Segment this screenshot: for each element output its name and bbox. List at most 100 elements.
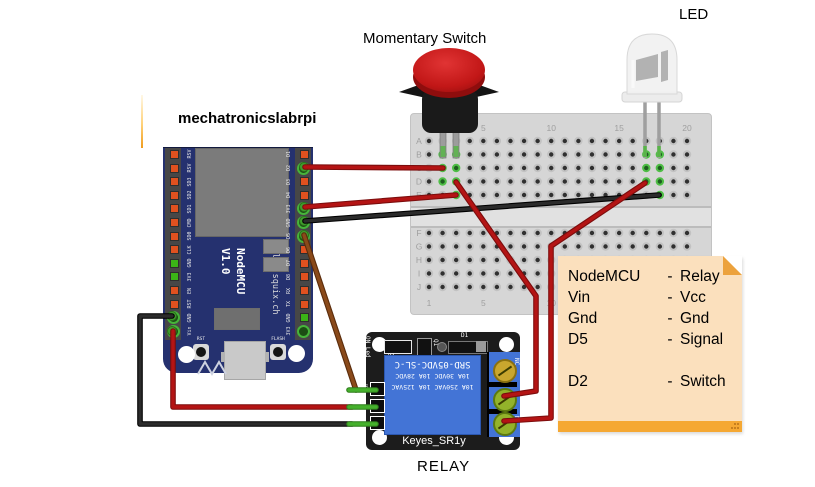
breadboard-hole-A9[interactable] (533, 136, 542, 146)
breadboard-hole-C7[interactable] (506, 163, 515, 173)
relay-pin-gnd[interactable] (370, 416, 385, 430)
relay-terminal-com-screw[interactable] (493, 388, 517, 412)
nodemcu-pin-left-cmd[interactable] (169, 218, 179, 227)
breadboard-hole-E17[interactable] (642, 190, 651, 200)
breadboard-hole-G18[interactable] (655, 242, 665, 251)
breadboard-hole-G6[interactable] (492, 242, 502, 251)
nodemcu-pin-left-3v3[interactable] (169, 272, 179, 282)
breadboard-hole-G19[interactable] (669, 242, 678, 251)
breadboard-hole-C6[interactable] (492, 163, 502, 173)
nodemcu-pin-left-clk[interactable] (169, 245, 179, 255)
nodemcu-pin-right-3v3[interactable] (297, 324, 310, 338)
breadboard-hole-B14[interactable] (601, 150, 610, 159)
breadboard-hole-H4[interactable] (465, 255, 474, 265)
breadboard-hole-D16[interactable] (628, 177, 637, 186)
breadboard-hole-E20[interactable] (682, 190, 692, 200)
breadboard-hole-C11[interactable] (560, 163, 570, 173)
breadboard-hole-F20[interactable] (682, 228, 692, 238)
breadboard-hole-F14[interactable] (601, 228, 610, 238)
breadboard-hole-H10[interactable] (547, 255, 556, 265)
breadboard-hole-D12[interactable] (574, 177, 583, 186)
breadboard-hole-D5[interactable] (479, 177, 488, 186)
nodemcu-pin-left-rsv[interactable] (169, 163, 179, 173)
breadboard-hole-J7[interactable] (506, 282, 515, 292)
breadboard-hole-D2[interactable] (438, 177, 447, 186)
breadboard-hole-F10[interactable] (547, 228, 556, 238)
note-resize-handle[interactable] (731, 423, 739, 429)
breadboard-hole-D3[interactable] (451, 177, 461, 186)
breadboard-hole-C18[interactable] (655, 163, 665, 173)
breadboard-hole-D19[interactable] (669, 177, 678, 186)
breadboard-hole-G4[interactable] (465, 242, 474, 251)
breadboard-hole-F9[interactable] (533, 228, 542, 238)
breadboard-hole-A5[interactable] (479, 136, 488, 146)
nodemcu-pin-right-d2[interactable] (297, 161, 310, 175)
nodemcu-pin-right-d8[interactable] (300, 272, 309, 282)
breadboard-hole-C16[interactable] (628, 163, 637, 173)
breadboard-hole-C14[interactable] (601, 163, 610, 173)
breadboard-hole-C4[interactable] (465, 163, 474, 173)
nodemcu-part-label[interactable]: mechatronicslabrpi (178, 110, 317, 127)
breadboard-hole-E9[interactable] (533, 190, 542, 200)
breadboard-hole-C1[interactable] (424, 163, 434, 173)
nodemcu-pin-left-sd0[interactable] (169, 231, 179, 241)
breadboard-hole-G10[interactable] (547, 242, 556, 251)
breadboard-hole-G1[interactable] (424, 242, 434, 251)
breadboard-hole-E6[interactable] (492, 190, 502, 200)
breadboard-hole-I9[interactable] (533, 269, 542, 278)
breadboard-hole-F16[interactable] (628, 228, 637, 238)
breadboard-hole-F13[interactable] (587, 228, 597, 238)
breadboard-hole-G11[interactable] (560, 242, 570, 251)
breadboard-hole-H6[interactable] (492, 255, 502, 265)
breadboard-hole-F2[interactable] (438, 228, 447, 238)
breadboard-hole-C20[interactable] (682, 163, 692, 173)
breadboard-hole-J10[interactable] (547, 282, 556, 292)
breadboard-hole-J3[interactable] (451, 282, 461, 292)
breadboard-hole-I10[interactable] (547, 269, 556, 278)
breadboard-hole-G8[interactable] (519, 242, 529, 251)
breadboard-hole-I1[interactable] (424, 269, 434, 278)
breadboard-hole-B17[interactable] (642, 150, 651, 159)
breadboard-hole-G3[interactable] (451, 242, 461, 251)
nodemcu-pin-left-sd2[interactable] (169, 190, 179, 200)
breadboard-hole-A13[interactable] (587, 136, 597, 146)
breadboard-hole-D18[interactable] (655, 177, 665, 186)
breadboard-hole-F19[interactable] (669, 228, 678, 238)
breadboard-hole-C17[interactable] (642, 163, 651, 173)
breadboard-hole-E5[interactable] (479, 190, 488, 200)
breadboard-hole-J1[interactable] (424, 282, 434, 292)
breadboard-hole-F11[interactable] (560, 228, 570, 238)
nodemcu-pin-right-d6[interactable] (300, 245, 309, 255)
breadboard-hole-H5[interactable] (479, 255, 488, 265)
breadboard-hole-A10[interactable] (547, 136, 556, 146)
breadboard-hole-G2[interactable] (438, 242, 447, 251)
nodemcu-pin-left-rst[interactable] (169, 299, 179, 309)
breadboard-hole-E3[interactable] (451, 190, 461, 200)
nodemcu-pin-left-gnd[interactable] (169, 258, 179, 268)
breadboard-hole-B1[interactable] (424, 150, 434, 159)
breadboard-hole-F15[interactable] (614, 228, 624, 238)
breadboard-hole-B11[interactable] (560, 150, 570, 159)
breadboard-hole-A17[interactable] (642, 136, 651, 146)
breadboard-hole-I6[interactable] (492, 269, 502, 278)
breadboard-hole-A3[interactable] (451, 136, 461, 146)
breadboard-hole-B12[interactable] (574, 150, 583, 159)
breadboard-hole-D17[interactable] (642, 177, 651, 186)
breadboard-hole-A14[interactable] (601, 136, 610, 146)
breadboard-hole-J8[interactable] (519, 282, 529, 292)
breadboard-hole-C9[interactable] (533, 163, 542, 173)
breadboard-hole-G15[interactable] (614, 242, 624, 251)
breadboard-hole-E13[interactable] (587, 190, 597, 200)
switch-cap[interactable] (413, 48, 485, 92)
breadboard-hole-I7[interactable] (506, 269, 515, 278)
nodemcu-pin-right-tx[interactable] (300, 299, 309, 309)
breadboard-hole-J6[interactable] (492, 282, 502, 292)
breadboard-hole-C15[interactable] (614, 163, 624, 173)
breadboard-hole-I5[interactable] (479, 269, 488, 278)
breadboard-hole-H2[interactable] (438, 255, 447, 265)
breadboard-hole-E10[interactable] (547, 190, 556, 200)
nodemcu-pin-right-rx[interactable] (300, 286, 309, 296)
nodemcu-pin-left-vin[interactable] (166, 324, 180, 338)
breadboard-hole-D7[interactable] (506, 177, 515, 186)
breadboard-hole-G17[interactable] (642, 242, 651, 251)
